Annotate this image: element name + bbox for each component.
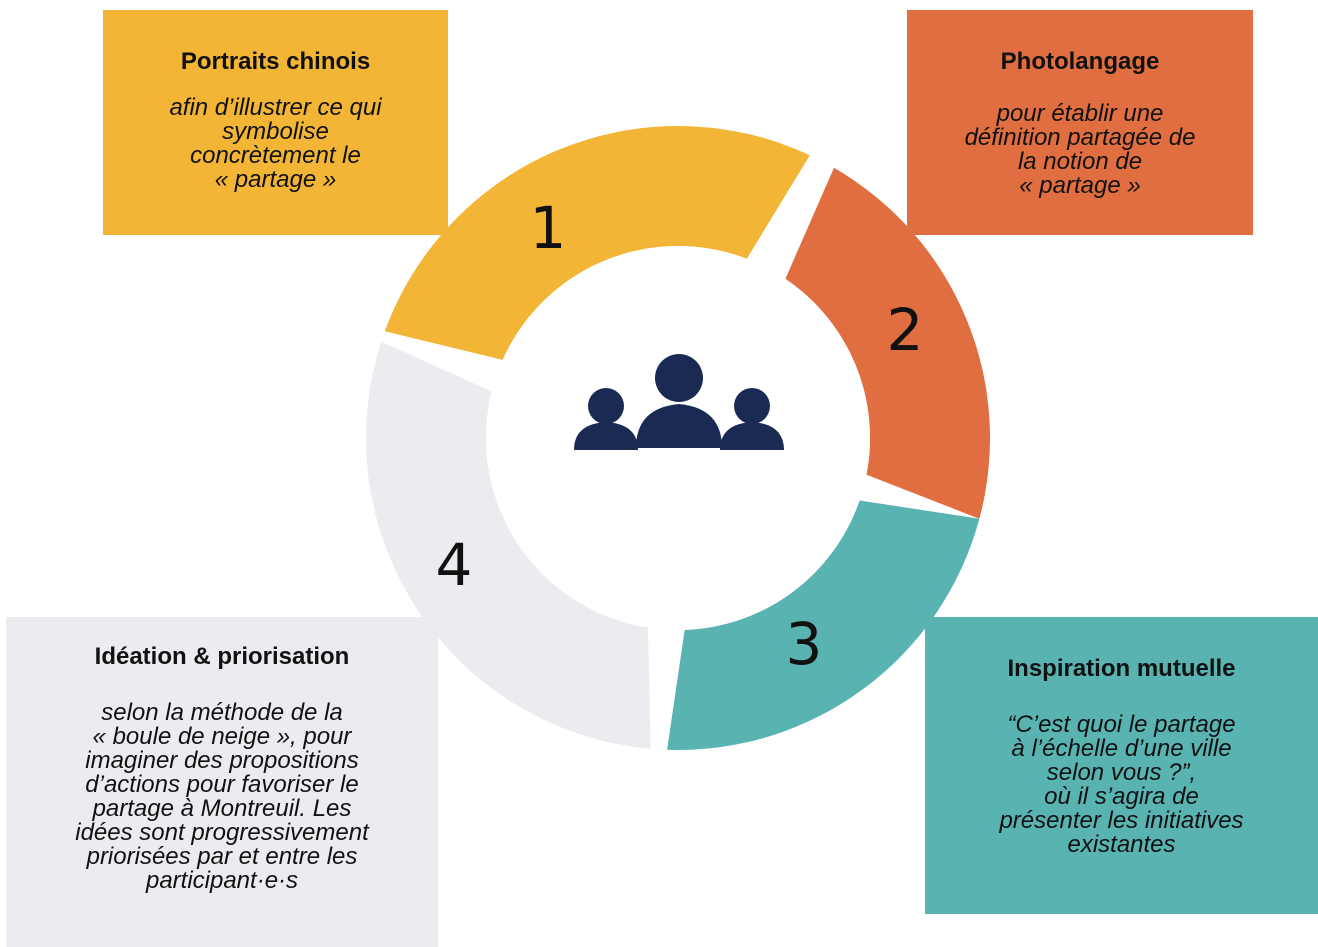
- step-number-4: 4: [436, 531, 473, 599]
- step-4-card: Idéation & priorisation selon la méthode…: [6, 617, 438, 947]
- step-4-description: selon la méthode de la « boule de neige …: [75, 699, 369, 894]
- step-1-description: afin d’illustrer ce qui symbolise concrè…: [169, 94, 382, 193]
- step-number-2: 2: [887, 296, 924, 364]
- step-number-3: 3: [786, 610, 823, 678]
- segment-2: [785, 167, 990, 519]
- segment-1: [384, 125, 810, 360]
- step-3-card: Inspiration mutuelle “C’est quoi le part…: [925, 617, 1318, 914]
- people-group-icon: [574, 354, 784, 450]
- step-2-description: pour établir une définition partagée de …: [964, 100, 1196, 199]
- step-1-title: Portraits chinois: [180, 48, 371, 75]
- step-3-title: Inspiration mutuelle: [1007, 655, 1236, 682]
- segment-4: [366, 341, 651, 749]
- step-2-card: Photolangage pour établir une définition…: [907, 10, 1253, 235]
- step-2-title: Photolangage: [1000, 48, 1160, 75]
- step-4-title: Idéation & priorisation: [94, 643, 350, 670]
- step-1-card: Portraits chinois afin d’illustrer ce qu…: [103, 10, 448, 235]
- segment-3: [667, 500, 980, 750]
- step-number-1: 1: [530, 194, 567, 262]
- step-3-description: “C’est quoi le partage à l’échelle d’une…: [999, 711, 1244, 858]
